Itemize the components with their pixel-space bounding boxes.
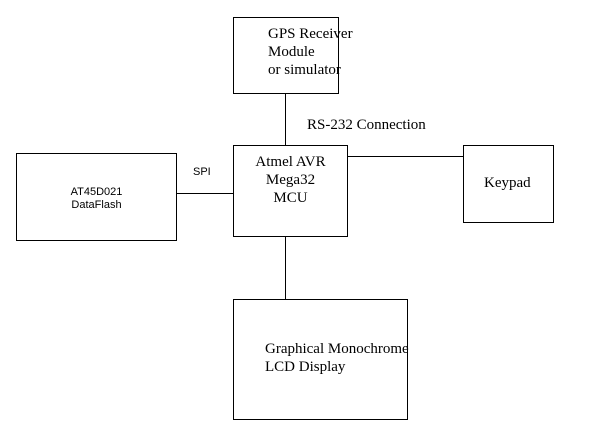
gps-receiver-label: GPS Receiver Module or simulator — [268, 25, 353, 79]
mcu-label: Atmel AVR Mega32 MCU — [239, 153, 342, 207]
dataflash-label: AT45D021 DataFlash — [17, 186, 176, 212]
lcd-line-1: Graphical Monochrome — [265, 341, 409, 357]
mcu-line-3: MCU — [273, 190, 308, 206]
gps-receiver-block: GPS Receiver Module or simulator — [233, 17, 353, 94]
mcu-keypad-connector — [347, 156, 464, 157]
gps-line-2: Module — [268, 44, 315, 60]
mcu-line-1: Atmel AVR — [255, 154, 326, 170]
mcu-line-2: Mega32 — [265, 172, 316, 188]
gps-line-1: GPS Receiver — [268, 26, 353, 42]
keypad-label: Keypad — [484, 175, 531, 191]
keypad-block: Keypad — [463, 145, 554, 223]
rs232-connection-label: RS-232 Connection — [307, 117, 426, 133]
dataflash-line-1: AT45D021 — [70, 186, 123, 198]
lcd-line-2: LCD Display — [265, 359, 346, 375]
dataflash-line-2: DataFlash — [71, 199, 122, 211]
lcd-display-label: Graphical Monochrome LCD Display — [265, 340, 409, 376]
spi-label: SPI — [193, 166, 211, 178]
mcu-block: Atmel AVR Mega32 MCU — [233, 145, 348, 237]
mcu-lcd-connector — [285, 236, 286, 300]
gps-mcu-connector — [285, 93, 286, 146]
gps-line-3: or simulator — [268, 62, 341, 78]
dataflash-mcu-connector — [176, 193, 233, 194]
dataflash-block: AT45D021 DataFlash — [16, 153, 177, 241]
lcd-display-block: Graphical Monochrome LCD Display — [233, 299, 409, 420]
